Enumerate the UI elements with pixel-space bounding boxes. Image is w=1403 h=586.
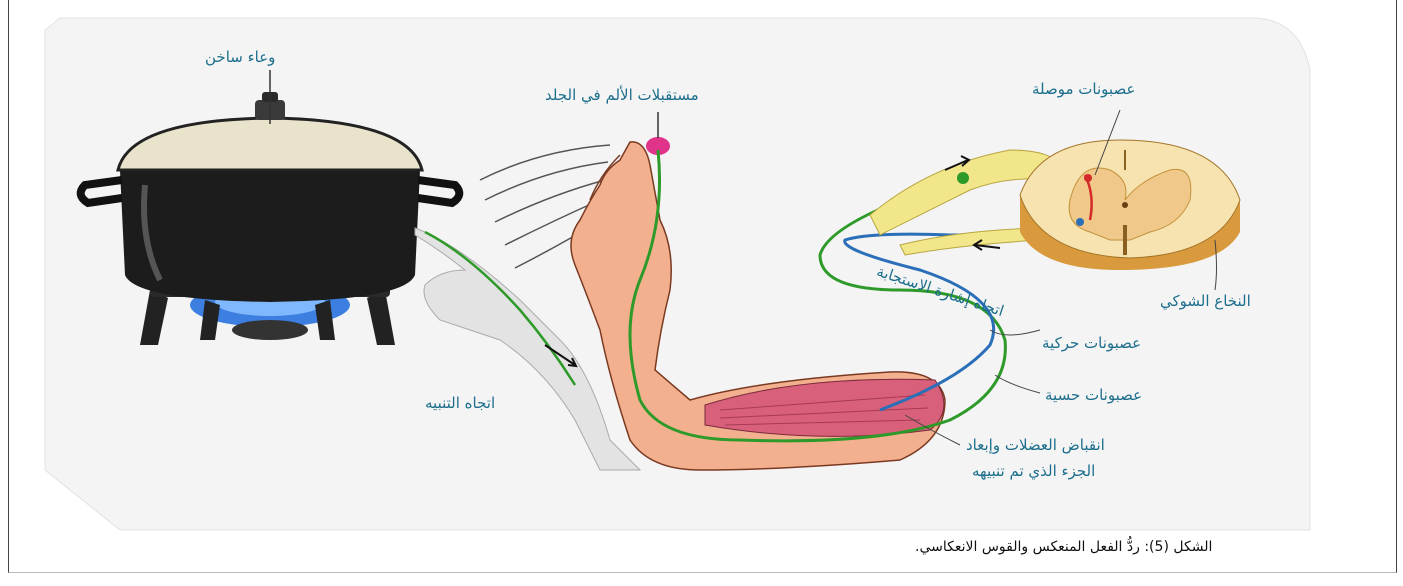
burner	[232, 320, 308, 340]
spinal-cord	[1020, 140, 1240, 270]
label-sensory-neurons: عصبونات حسية	[1045, 386, 1142, 404]
label-motor-neurons: عصبونات حركية	[1042, 334, 1141, 352]
label-muscle-contraction-line2: الجزء الذي تم تنبيهه	[972, 462, 1095, 480]
figure-caption: الشكل (5): ردُّ الفعل المنعكس والقوس الا…	[915, 539, 1212, 555]
sensory-ganglion	[957, 172, 969, 184]
label-stimulus-direction: اتجاه التنبيه	[425, 394, 495, 412]
label-interneurons: عصبونات موصلة	[1032, 80, 1135, 98]
label-hot-pot: وعاء ساخن	[205, 48, 275, 66]
label-muscle-contraction-line1: انقباض العضلات وإبعاد	[966, 436, 1105, 454]
label-pain-receptors: مستقبلات الألم في الجلد	[545, 86, 699, 104]
label-spinal-cord: النخاع الشوكي	[1160, 292, 1251, 310]
pot-body	[120, 170, 420, 302]
